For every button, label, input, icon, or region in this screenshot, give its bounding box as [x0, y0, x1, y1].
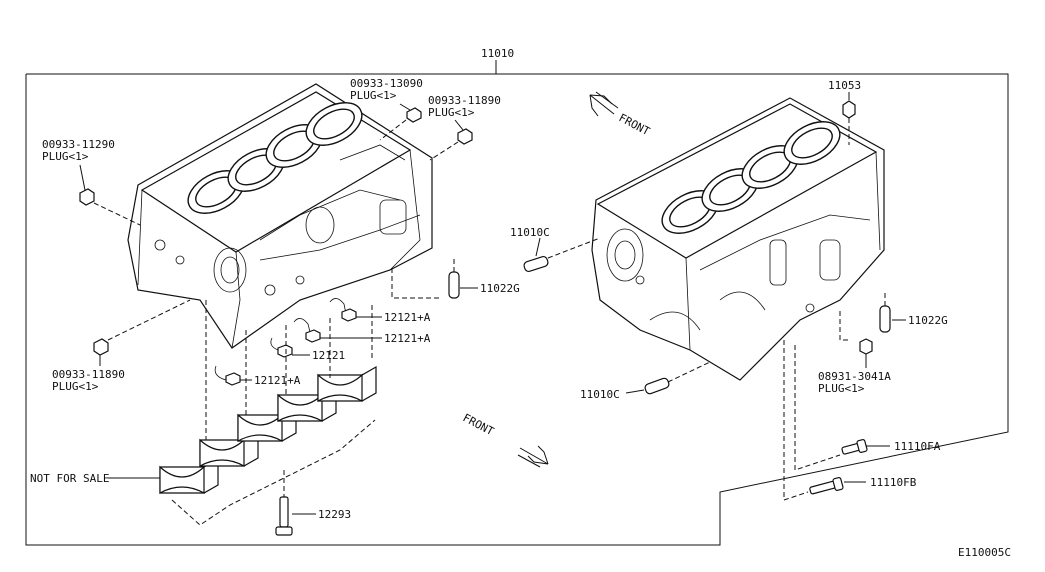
label-plug-13090-sub: PLUG<1>	[350, 89, 397, 102]
label-front-top: FRONT	[617, 111, 653, 138]
plug-00933-11290	[79, 164, 141, 226]
label-front-bottom: FRONT	[461, 411, 497, 438]
bearing-cap-1	[159, 457, 219, 495]
frame	[25, 60, 1009, 546]
plug-08931-3041a	[839, 310, 873, 368]
oil-jet-12121a-2	[293, 318, 382, 343]
label-11022g-right: 11022G	[908, 314, 948, 327]
plug-00933-13090	[379, 103, 422, 141]
label-11022g-left: 11022G	[480, 282, 520, 295]
right-cylinder-block	[591, 97, 885, 381]
label-11010c-top: 11010C	[510, 226, 550, 239]
label-11010: 11010	[481, 47, 514, 60]
label-11110fa: 11110FA	[894, 440, 941, 453]
plug-00933-11890-left	[93, 299, 191, 366]
front-arrow-top	[589, 91, 619, 117]
label-12121a-2: 12121+A	[384, 332, 431, 345]
oil-jet-12121	[270, 337, 310, 358]
label-plug-3041a-sub: PLUG<1>	[818, 382, 865, 395]
label-plug-11890-left-sub: PLUG<1>	[52, 380, 99, 393]
dowel-11022g-right	[879, 290, 906, 333]
label-plug-13090: 00933-13090	[350, 77, 423, 90]
label-plug-11290: 00933-11290	[42, 138, 115, 151]
label-plug-11290-sub: PLUG<1>	[42, 150, 89, 163]
label-12121a-1: 12121+A	[384, 311, 431, 324]
label-12293: 12293	[318, 508, 351, 521]
label-plug-11890-top: 00933-11890	[428, 94, 501, 107]
dowel-11010c-bottom	[625, 361, 711, 395]
front-arrow-bottom	[517, 445, 549, 468]
part-11053	[842, 92, 856, 145]
label-plug-3041a: 08931-3041A	[818, 370, 891, 383]
label-11010c-bottom: 11010C	[580, 388, 620, 401]
oil-jet-12121a-1	[329, 298, 382, 322]
oil-jet-12121a-3	[214, 365, 252, 386]
label-11053: 11053	[828, 79, 861, 92]
plug-00933-11890-top	[429, 119, 473, 161]
bolt-12293	[275, 470, 316, 536]
dowel-11022g-left	[391, 258, 478, 299]
dowel-11010c-top	[523, 237, 601, 273]
label-12121a-3: 12121+A	[254, 374, 301, 387]
label-plug-11890-top-sub: PLUG<1>	[428, 106, 475, 119]
bolt-11110fb	[783, 340, 866, 501]
main-bearing-caps	[159, 300, 377, 526]
left-cylinder-block	[127, 83, 433, 349]
label-11110fb: 11110FB	[870, 476, 917, 489]
label-12121: 12121	[312, 349, 345, 362]
bearing-cap-5	[317, 365, 377, 403]
bolt-11110fa	[794, 345, 890, 471]
label-diagram-code: E110005C	[958, 546, 1011, 559]
label-not-for-sale: NOT FOR SALE	[30, 472, 109, 485]
label-plug-11890-left: 00933-11890	[52, 368, 125, 381]
